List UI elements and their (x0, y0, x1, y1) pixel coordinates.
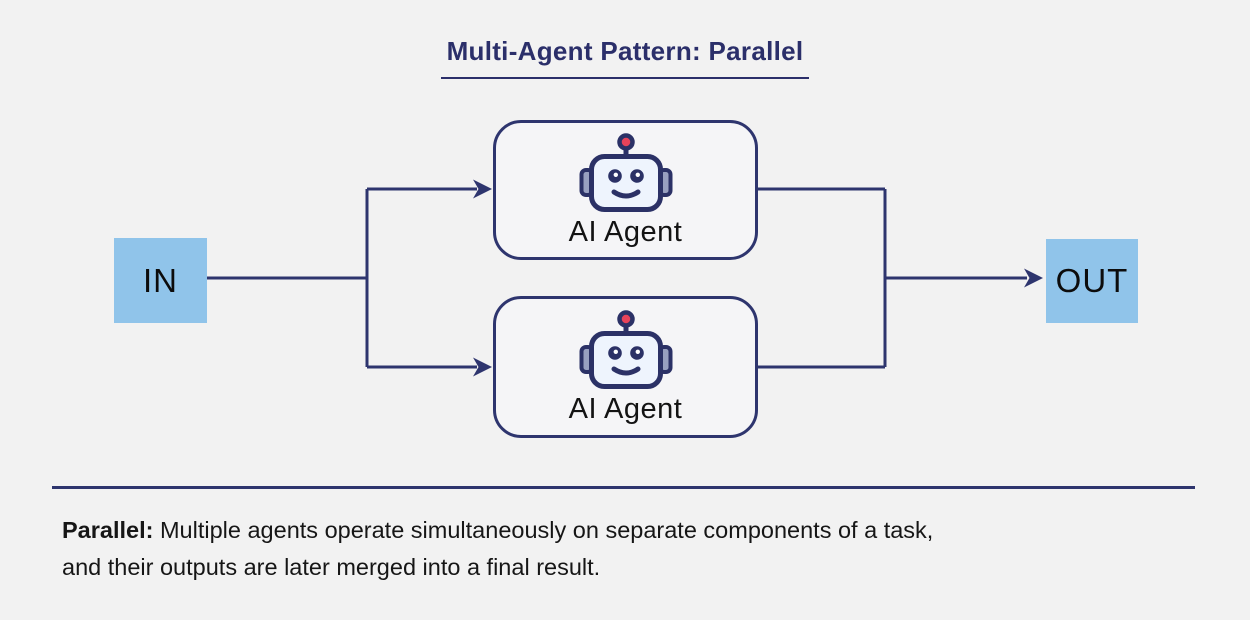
caption-text: Parallel: Multiple agents operate simult… (62, 512, 1192, 586)
caption-line-1: Parallel: Multiple agents operate simult… (62, 512, 1192, 549)
agent-node-bottom: AI Agent (493, 296, 758, 438)
caption-line-2: and their outputs are later merged into … (62, 554, 601, 580)
robot-icon (579, 132, 672, 212)
robot-icon (579, 309, 672, 389)
caption-line-1-text: Multiple agents operate simultaneously o… (159, 517, 934, 543)
arrowhead-icon (473, 357, 492, 377)
title-container: Multi-Agent Pattern: Parallel (0, 36, 1250, 79)
agent-node-label: AI Agent (568, 392, 683, 425)
caption-lead: Parallel: (62, 517, 154, 543)
caption-divider (52, 486, 1195, 489)
input-node: IN (114, 238, 207, 323)
arrowhead-icon (1024, 268, 1043, 288)
arrowhead-icon (473, 179, 492, 199)
agent-node-label: AI Agent (568, 215, 683, 248)
agent-node-top: AI Agent (493, 120, 758, 260)
input-node-label: IN (143, 261, 178, 299)
page-title: Multi-Agent Pattern: Parallel (440, 36, 810, 79)
output-node: OUT (1046, 239, 1138, 323)
output-node-label: OUT (1055, 262, 1129, 299)
